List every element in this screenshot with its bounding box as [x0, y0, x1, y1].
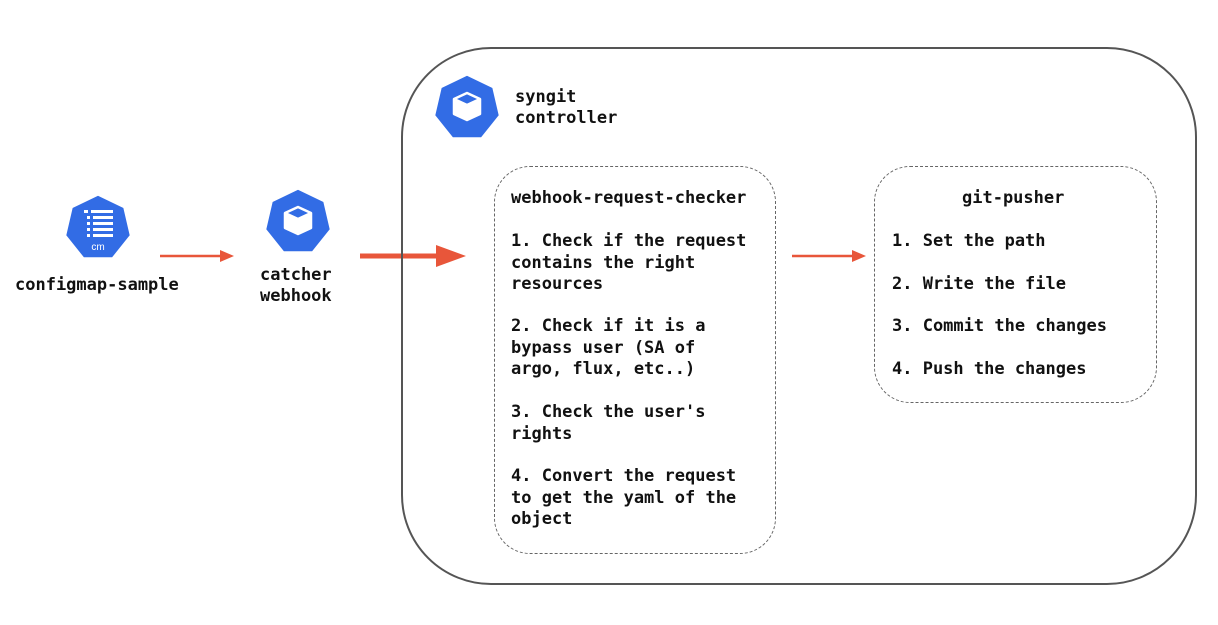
- checker-step-3: 3. Check the user's rights: [511, 402, 706, 444]
- checker-step-1: 1. Check if the request contains the rig…: [511, 231, 747, 294]
- arrow-configmap-to-catcher: [160, 250, 234, 262]
- git-pusher-box: [874, 166, 1157, 403]
- pusher-title: git-pusher: [962, 188, 1065, 208]
- catcher-label: catcher webhook: [260, 265, 332, 306]
- pusher-step-1: 1. Set the path: [892, 231, 1046, 251]
- pusher-step-4: 4. Push the changes: [892, 359, 1087, 379]
- configmap-label: configmap-sample: [15, 275, 179, 295]
- checker-step-2: 2. Check if it is a bypass user (SA of a…: [511, 316, 706, 379]
- pusher-step-2: 2. Write the file: [892, 274, 1066, 294]
- checker-step-4: 4. Convert the request to get the yaml o…: [511, 466, 737, 529]
- webhook-request-checker-box: [494, 166, 776, 554]
- controller-label: syngit controller: [515, 87, 618, 128]
- configmap-icon-text: cm: [91, 242, 104, 253]
- controller-container: [401, 47, 1197, 585]
- arrow-checker-to-pusher: [792, 250, 866, 262]
- pusher-step-3: 3. Commit the changes: [892, 316, 1107, 336]
- catcher-cube-icon: [264, 188, 332, 253]
- checker-title: webhook-request-checker: [511, 188, 747, 208]
- arrow-catcher-to-controller: [360, 245, 466, 267]
- controller-cube-icon: [433, 74, 501, 139]
- configmap-icon: cm: [64, 194, 132, 259]
